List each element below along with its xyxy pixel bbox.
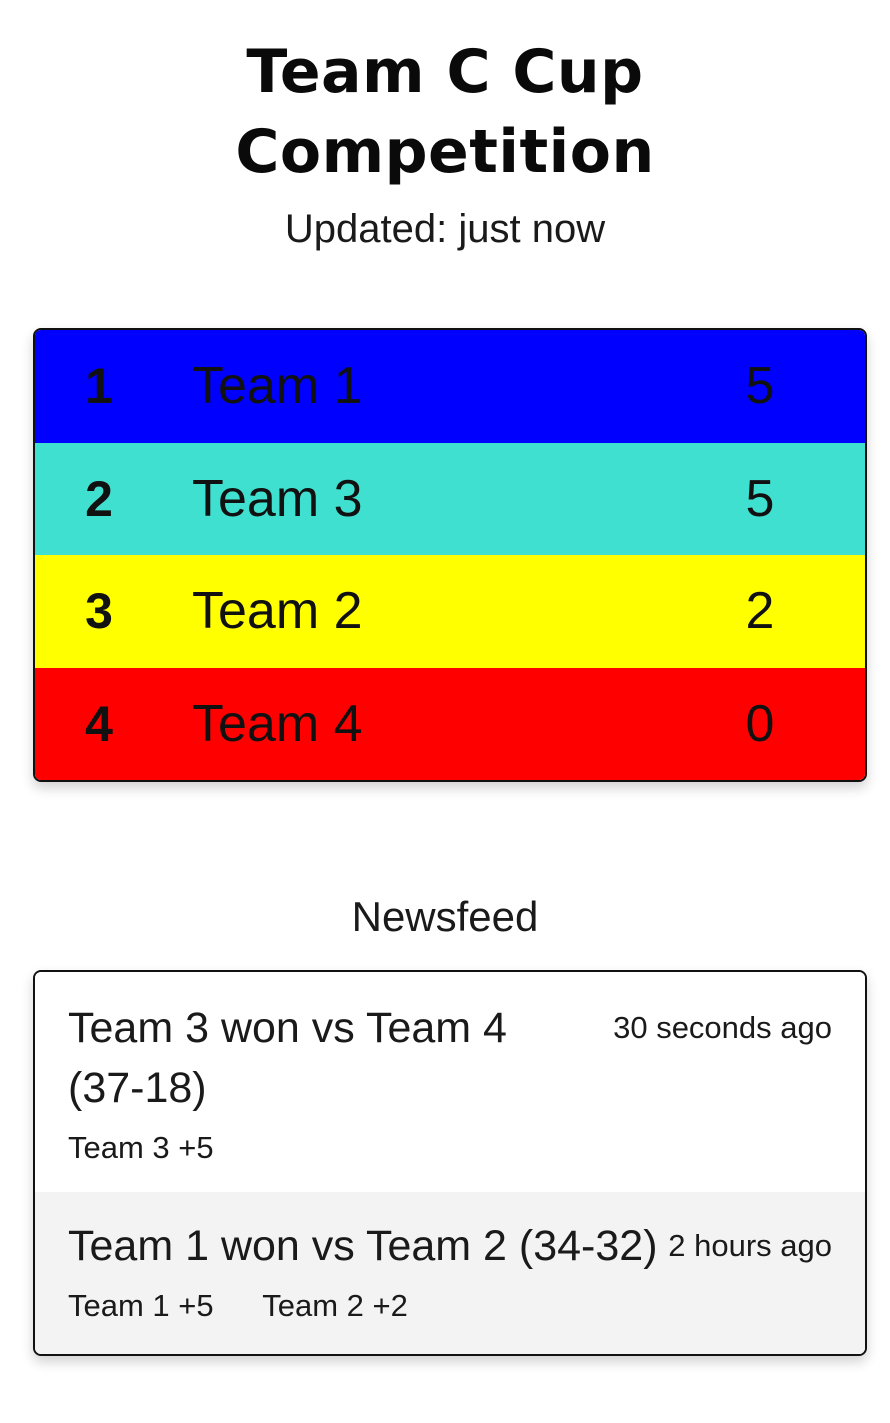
newsfeed-headline: Team 1 won vs Team 2 (34-32) (68, 1222, 658, 1270)
standings-rank: 3 (85, 583, 113, 639)
standings-row: 1 Team 1 5 (35, 330, 865, 443)
standings-team-name: Team 4 (192, 694, 363, 753)
score-change: Team 1 +5 (68, 1288, 214, 1323)
standings-rank: 4 (85, 695, 113, 752)
standings-rank: 1 (85, 358, 113, 414)
newsfeed-item: Team 3 won vs Team 4 (37-18) 30 seconds … (35, 972, 865, 1192)
score-change: Team 3 +5 (68, 1130, 214, 1165)
newsfeed-item: Team 1 won vs Team 2 (34-32) 2 hours ago… (35, 1192, 865, 1354)
page-title: Team C Cup Competition (235, 37, 655, 187)
newsfeed-heading: Newsfeed (351, 893, 539, 940)
newsfeed-timestamp: 30 seconds ago (613, 1010, 832, 1045)
newsfeed-score-changes: Team 3 +5 (68, 1128, 254, 1168)
score-change: Team 2 +2 (262, 1288, 408, 1323)
newsfeed-timestamp: 2 hours ago (668, 1228, 832, 1263)
newsfeed-score-changes: Team 1 +5 Team 2 +2 (68, 1286, 448, 1326)
standings-table: 1 Team 1 5 2 Team 3 5 3 Team 2 2 4 Team … (33, 328, 867, 782)
newsfeed-list: Team 3 won vs Team 4 (37-18) 30 seconds … (33, 970, 867, 1356)
updated-status: Updated: just now (284, 207, 606, 251)
standings-rank: 2 (85, 470, 113, 527)
standings-points: 0 (745, 694, 775, 753)
standings-team-name: Team 3 (192, 469, 363, 528)
standings-points: 5 (745, 469, 775, 528)
standings-row: 4 Team 4 0 (35, 667, 865, 780)
standings-points: 2 (745, 582, 775, 640)
newsfeed-headline: Team 3 won vs Team 4 (37-18) (68, 1004, 507, 1112)
standings-team-name: Team 1 (192, 357, 363, 415)
page-header: Team C Cup Competition Updated: just now (0, 32, 890, 254)
standings-row: 2 Team 3 5 (35, 442, 865, 555)
standings-row: 3 Team 2 2 (35, 555, 865, 668)
standings-team-name: Team 2 (192, 582, 363, 640)
standings-points: 5 (745, 357, 775, 415)
